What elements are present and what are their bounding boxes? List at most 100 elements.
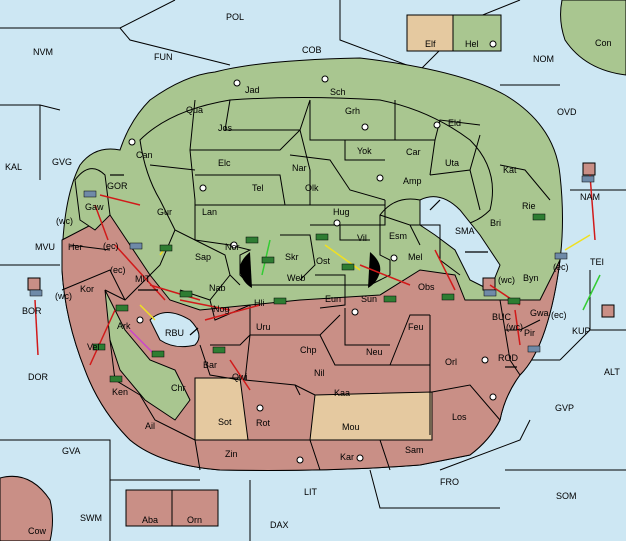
label-eun: Eun (325, 294, 341, 304)
label-vel: Vel (87, 342, 100, 352)
label-ark: Ark (117, 321, 131, 331)
label-ken: Ken (112, 387, 128, 397)
label-olk: Olk (305, 183, 319, 193)
label-jos: Jos (218, 123, 233, 133)
label-nog: Nog (213, 304, 230, 314)
label-orl: Orl (445, 357, 457, 367)
region-nam-tile[interactable] (582, 162, 596, 176)
label-pol: POL (226, 12, 244, 22)
label-yok: Yok (357, 146, 372, 156)
supply-centers (128, 40, 497, 464)
label-neu: Neu (366, 347, 383, 357)
move-arrows-yellow (139, 234, 591, 321)
label-lan: Lan (202, 207, 217, 217)
label-buc: BUC (492, 312, 512, 322)
label-gva: GVA (62, 446, 80, 456)
label-nab: Nab (209, 283, 226, 293)
army-units (92, 213, 546, 383)
label-gvg: GVG (52, 157, 72, 167)
label-gor: GOR (107, 181, 128, 191)
region-sot[interactable] (194, 377, 249, 441)
label-hli: Hli (254, 298, 265, 308)
label-mel: Mel (408, 252, 423, 262)
label-cob: COB (302, 45, 322, 55)
label-sam: Sam (405, 445, 424, 455)
region-cow[interactable] (0, 475, 53, 541)
label-kat: Kat (503, 165, 517, 175)
label-web: Web (287, 273, 305, 283)
coast-tag-byn-wc: (wc) (498, 275, 515, 285)
sea-sma[interactable] (419, 196, 501, 291)
region-buc-tile[interactable] (482, 277, 496, 291)
land-borders (61, 99, 551, 471)
label-swm: SWM (80, 513, 102, 523)
coast-tag-gwa-wc: (wc) (506, 322, 523, 332)
label-dax: DAX (270, 520, 289, 530)
label-ail: Ail (145, 421, 155, 431)
region-bor-tile[interactable] (27, 277, 41, 291)
label-mit: MIT (135, 274, 151, 284)
label-kor: Kor (80, 284, 94, 294)
label-kar: Kar (340, 452, 354, 462)
sea-rbu[interactable] (149, 312, 200, 348)
coast-tag-kor-ec: (ec) (110, 265, 126, 275)
label-her: Her (68, 242, 83, 252)
label-jad: Jad (245, 85, 260, 95)
coast-tag-gwa-ec: (ec) (551, 310, 567, 320)
label-feu: Feu (408, 322, 424, 332)
label-elc: Elc (218, 158, 231, 168)
label-ovd: OVD (557, 107, 577, 117)
label-nor: Nor (225, 242, 240, 252)
label-ost: Ost (316, 256, 331, 266)
label-kup: KUP (572, 326, 591, 336)
region-kup-tile[interactable] (601, 304, 615, 318)
label-amp: Amp (403, 176, 422, 186)
region-mou[interactable] (309, 391, 433, 441)
label-bri: Bri (490, 218, 501, 228)
label-alt: ALT (604, 367, 620, 377)
label-nil: Nil (314, 368, 325, 378)
region-aba-box[interactable] (125, 489, 173, 527)
label-qua: Qua (186, 105, 203, 115)
label-lit: LIT (304, 487, 318, 497)
label-mvu: MVU (35, 242, 55, 252)
coast-tag-her-wc: (wc) (56, 216, 73, 226)
region-orn-box[interactable] (171, 489, 219, 527)
label-nar: Nar (292, 163, 307, 173)
region-chr[interactable] (104, 289, 191, 421)
label-rbu: RBU (165, 328, 184, 338)
label-con: Con (595, 38, 612, 48)
label-fun: FUN (154, 52, 173, 62)
legend-green-label: Hel (465, 39, 479, 49)
label-som: SOM (556, 491, 577, 501)
coast-tag-her-ec: (ec) (103, 241, 119, 251)
label-chr: Chr (171, 383, 186, 393)
label-uru: Uru (256, 322, 271, 332)
move-arrows-magenta (129, 329, 156, 356)
label-esm: Esm (389, 231, 407, 241)
label-pir: Pir (524, 328, 535, 338)
label-uta: Uta (445, 158, 459, 168)
region-con[interactable] (560, 0, 626, 76)
label-zin: Zin (225, 449, 238, 459)
label-cow: Cow (28, 526, 47, 536)
legend-tan-label: Elf (425, 39, 436, 49)
label-tel: Tel (252, 183, 264, 193)
label-rod: ROD (498, 353, 519, 363)
region-gaw[interactable] (74, 168, 111, 231)
label-can: Can (136, 150, 153, 160)
coast-tag-byn-ec: (ec) (553, 262, 569, 272)
label-nvm: NVM (33, 47, 53, 57)
label-gur: Gur (157, 207, 172, 217)
label-eld: Eld (448, 118, 461, 128)
label-qwi: Qwi (232, 372, 248, 382)
label-gvp: GVP (555, 403, 574, 413)
coast-tag-kor-wc: (wc) (55, 291, 72, 301)
label-kal: KAL (5, 162, 22, 172)
label-bor: BOR (22, 306, 42, 316)
label-grh: Grh (345, 106, 360, 116)
label-vil: Vil (357, 233, 367, 243)
label-dor: DOR (28, 372, 49, 382)
